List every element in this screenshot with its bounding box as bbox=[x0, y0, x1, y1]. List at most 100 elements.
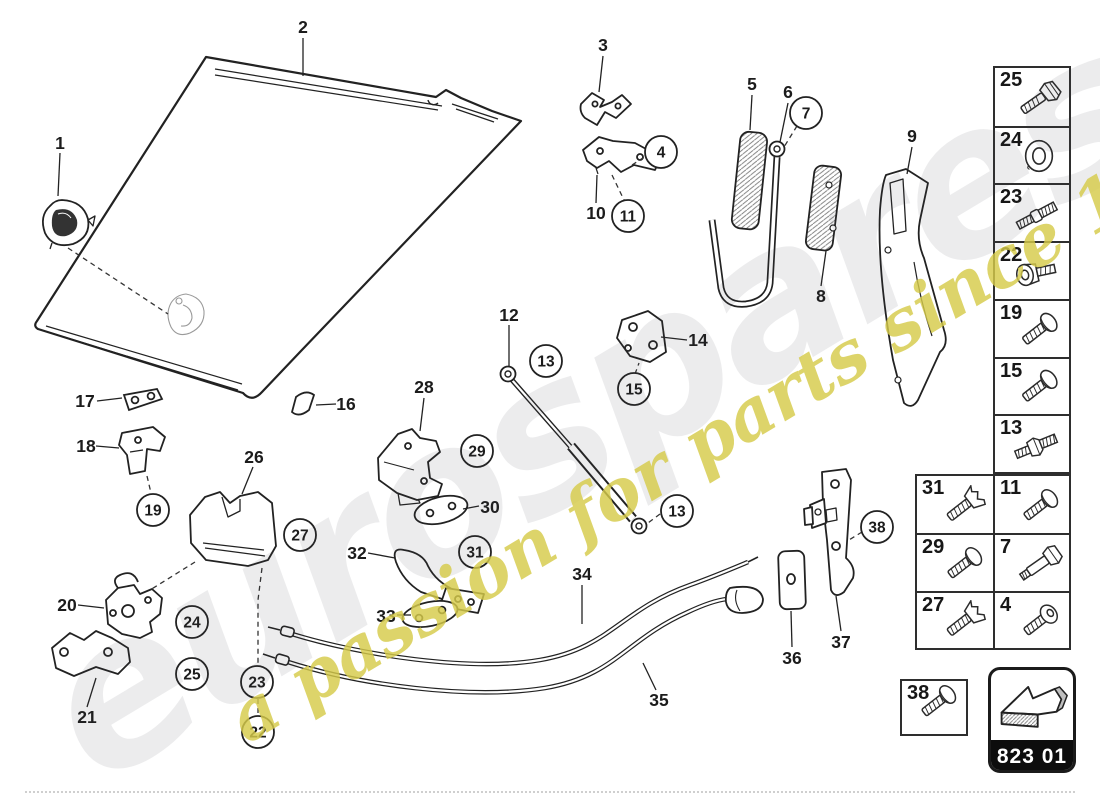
cell-number: 29 bbox=[922, 536, 945, 559]
part-33-plate bbox=[401, 599, 459, 629]
table-cell-23[interactable]: 23 bbox=[995, 183, 1069, 241]
svg-text:22: 22 bbox=[249, 725, 266, 742]
pan-screw-icon bbox=[1010, 309, 1068, 356]
part-20-latch bbox=[105, 572, 163, 639]
pan-screw-icon bbox=[1010, 366, 1068, 413]
callout-11[interactable]: 11 bbox=[611, 199, 645, 233]
label-part-12: 12 bbox=[499, 305, 519, 325]
fastener-table-grid: 31 11 29 7 27 4 bbox=[915, 474, 1071, 650]
callout-38[interactable]: 38 bbox=[860, 510, 894, 544]
svg-text:27: 27 bbox=[291, 528, 308, 545]
part-16-wedge bbox=[290, 391, 316, 416]
part-17-plate bbox=[122, 387, 164, 412]
table-cell-25[interactable]: 25 bbox=[995, 68, 1069, 126]
label-part-33: 33 bbox=[376, 606, 396, 626]
label-part-18: 18 bbox=[76, 436, 96, 456]
callout-19[interactable]: 19 bbox=[136, 493, 170, 527]
table-cell-19[interactable]: 19 bbox=[995, 298, 1069, 357]
label-part-14: 14 bbox=[688, 330, 708, 350]
table-cell-31[interactable]: 31 bbox=[917, 476, 993, 533]
label-part-2: 2 bbox=[298, 17, 308, 37]
svg-text:7: 7 bbox=[802, 106, 811, 123]
part-21-bracket bbox=[51, 630, 131, 677]
label-part-5: 5 bbox=[747, 74, 757, 94]
callout-31[interactable]: 31 bbox=[458, 535, 492, 569]
part-37-striker bbox=[803, 468, 855, 596]
part-14-bracket bbox=[616, 310, 667, 363]
part-26-bracket bbox=[189, 491, 277, 567]
diagram-code-box[interactable]: 823 01 bbox=[988, 667, 1076, 773]
callout-23[interactable]: 23 bbox=[240, 665, 274, 699]
callout-4[interactable]: 4 bbox=[644, 135, 678, 169]
pan-screw-icon bbox=[936, 543, 992, 590]
hex-long-bolt-icon bbox=[1012, 542, 1068, 590]
table-cell-7[interactable]: 7 bbox=[993, 533, 1069, 591]
part-3-bracket bbox=[579, 92, 632, 126]
label-part-1: 1 bbox=[55, 133, 65, 153]
svg-text:24: 24 bbox=[183, 615, 201, 632]
table-cell-29[interactable]: 29 bbox=[917, 533, 993, 590]
svg-text:29: 29 bbox=[468, 444, 486, 461]
table-cell-27[interactable]: 27 bbox=[917, 590, 993, 648]
callout-13b[interactable]: 13 bbox=[660, 494, 694, 528]
pan-screw-icon bbox=[910, 681, 966, 728]
cell-number: 24 bbox=[1000, 128, 1023, 151]
table-cell-15[interactable]: 15 bbox=[995, 356, 1069, 415]
table-cell-24[interactable]: 24 bbox=[995, 125, 1069, 184]
part-18-bracket bbox=[118, 426, 166, 475]
cell-number: 7 bbox=[1000, 536, 1012, 559]
part-6-rod bbox=[708, 140, 786, 308]
washer-icon bbox=[1010, 135, 1068, 182]
direction-arrow-icon bbox=[991, 670, 1073, 740]
svg-text:15: 15 bbox=[625, 382, 643, 399]
part-5-pad bbox=[730, 130, 768, 231]
callout-24[interactable]: 24 bbox=[175, 605, 209, 639]
table-cell-4[interactable]: 4 bbox=[993, 590, 1069, 648]
cell-number: 19 bbox=[1000, 301, 1023, 324]
label-part-37: 37 bbox=[831, 632, 850, 652]
callout-22[interactable]: 22 bbox=[241, 715, 275, 749]
label-part-36: 36 bbox=[782, 648, 802, 668]
table-cell-11[interactable]: 11 bbox=[993, 476, 1069, 534]
part-34-cable bbox=[267, 556, 759, 667]
flat-screw-icon bbox=[936, 598, 992, 647]
part-10-bracket bbox=[582, 136, 662, 175]
stud-nut-icon bbox=[1010, 424, 1068, 471]
callout-27[interactable]: 27 bbox=[283, 518, 317, 552]
table-cell-13[interactable]: 13 bbox=[995, 414, 1069, 472]
label-part-26: 26 bbox=[244, 447, 264, 467]
part-35-cable bbox=[262, 585, 764, 695]
callout-15[interactable]: 15 bbox=[617, 372, 651, 406]
part-2-hood-panel bbox=[34, 55, 523, 399]
bottom-divider bbox=[25, 791, 1075, 793]
part-8-pad bbox=[804, 164, 842, 252]
label-part-20: 20 bbox=[57, 595, 77, 615]
part-9-side-bracket bbox=[878, 168, 947, 407]
flat-screw-icon bbox=[936, 484, 992, 532]
socket-bolt-icon bbox=[1010, 251, 1068, 298]
label-part-3: 3 bbox=[598, 35, 608, 55]
callout-25[interactable]: 25 bbox=[175, 657, 209, 691]
label-part-6: 6 bbox=[783, 82, 793, 102]
svg-text:4: 4 bbox=[657, 145, 666, 162]
cell-number: 25 bbox=[1000, 69, 1023, 91]
svg-text:19: 19 bbox=[144, 503, 162, 520]
table-cell-38[interactable]: 38 bbox=[900, 679, 968, 736]
svg-text:31: 31 bbox=[466, 545, 484, 562]
cell-number: 15 bbox=[1000, 359, 1023, 382]
table-cell-22[interactable]: 22 bbox=[995, 241, 1069, 299]
callout-13a[interactable]: 13 bbox=[529, 344, 563, 378]
pan-screw-icon bbox=[1012, 485, 1068, 532]
diagram-code-label: 823 01 bbox=[991, 740, 1073, 770]
callout-29[interactable]: 29 bbox=[460, 434, 494, 468]
svg-text:25: 25 bbox=[183, 667, 201, 684]
label-part-10: 10 bbox=[586, 203, 606, 223]
label-part-32: 32 bbox=[347, 543, 367, 563]
svg-text:38: 38 bbox=[868, 520, 886, 537]
part-30-plate bbox=[413, 494, 469, 526]
label-part-28: 28 bbox=[414, 377, 434, 397]
leader-lines bbox=[57, 38, 913, 708]
callout-7[interactable]: 7 bbox=[789, 96, 823, 130]
